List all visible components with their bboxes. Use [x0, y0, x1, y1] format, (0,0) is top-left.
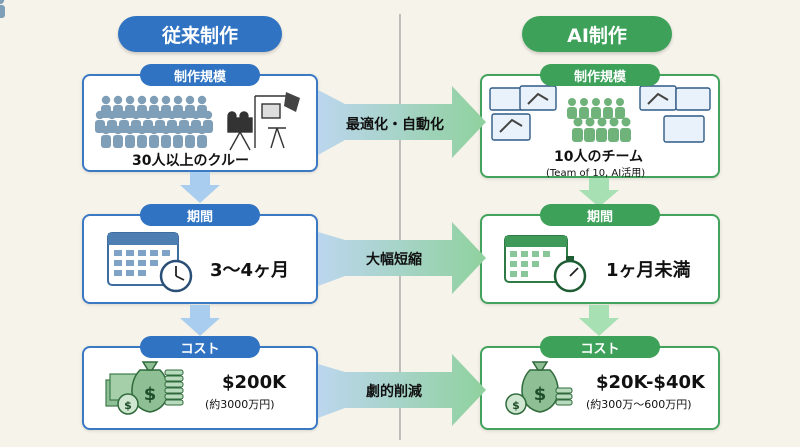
down-arrow-left-1 [180, 172, 220, 203]
ai-period-label: 期間 [540, 204, 660, 226]
ai-cost-sub: (約300万～600万円) [586, 398, 692, 411]
traditional-cost-label: コスト [140, 336, 260, 358]
down-arrow-left-2 [180, 305, 220, 336]
traditional-period-text: 3～4ヶ月 [210, 260, 290, 281]
ai-cost-value: $20K-$40K [596, 372, 705, 393]
traditional-cost-value: $200K [222, 372, 287, 393]
ai-scale-label: 制作規模 [540, 64, 660, 86]
traditional-cost-sub: (約3000万円) [205, 398, 275, 411]
bridge-label-cost: 劇的削減 [366, 384, 422, 400]
ai-period-text: 1ヶ月未満 [606, 260, 691, 281]
ai-cost-label: コスト [540, 336, 660, 358]
ai-scale-sub: (Team of 10, AI活用) [546, 168, 646, 179]
traditional-header: 従来制作 [118, 16, 282, 52]
ai-header: AI制作 [522, 16, 672, 52]
traditional-period-label: 期間 [140, 204, 260, 226]
bridge-label-scale: 最適化・自動化 [346, 117, 444, 133]
bridge-label-period: 大幅短縮 [366, 252, 422, 268]
down-arrow-right-1 [579, 178, 619, 207]
traditional-scale-label: 制作規模 [140, 64, 260, 86]
ai-scale-text: 10人のチーム [554, 149, 644, 165]
traditional-scale-text: 30人以上のクルー [132, 153, 250, 169]
down-arrow-right-2 [579, 305, 619, 336]
